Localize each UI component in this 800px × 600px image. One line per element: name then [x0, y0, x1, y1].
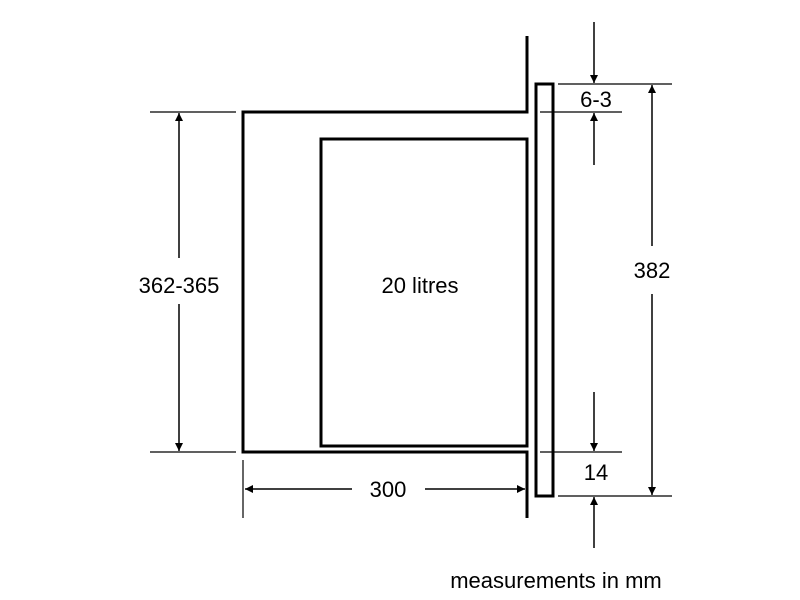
top-offset-dimension: 6-3	[540, 22, 672, 165]
appliance-body	[319, 137, 529, 448]
volume-label: 20 litres	[381, 273, 458, 298]
total-height-label: 382	[634, 258, 671, 283]
total-height-dimension: 382	[558, 85, 672, 497]
depth-dimension: 300	[242, 460, 525, 518]
bottom-offset-dimension: 14	[540, 392, 622, 548]
offset-top-label: 6-3	[580, 87, 612, 112]
niche-outline	[241, 36, 529, 518]
offset-bottom-label: 14	[584, 460, 608, 485]
cavity-height-dimension: 362-365	[139, 111, 236, 453]
cavity-height-label: 362-365	[139, 273, 220, 298]
units-caption: measurements in mm	[450, 568, 662, 593]
depth-label: 300	[370, 477, 407, 502]
front-frame	[534, 82, 555, 498]
